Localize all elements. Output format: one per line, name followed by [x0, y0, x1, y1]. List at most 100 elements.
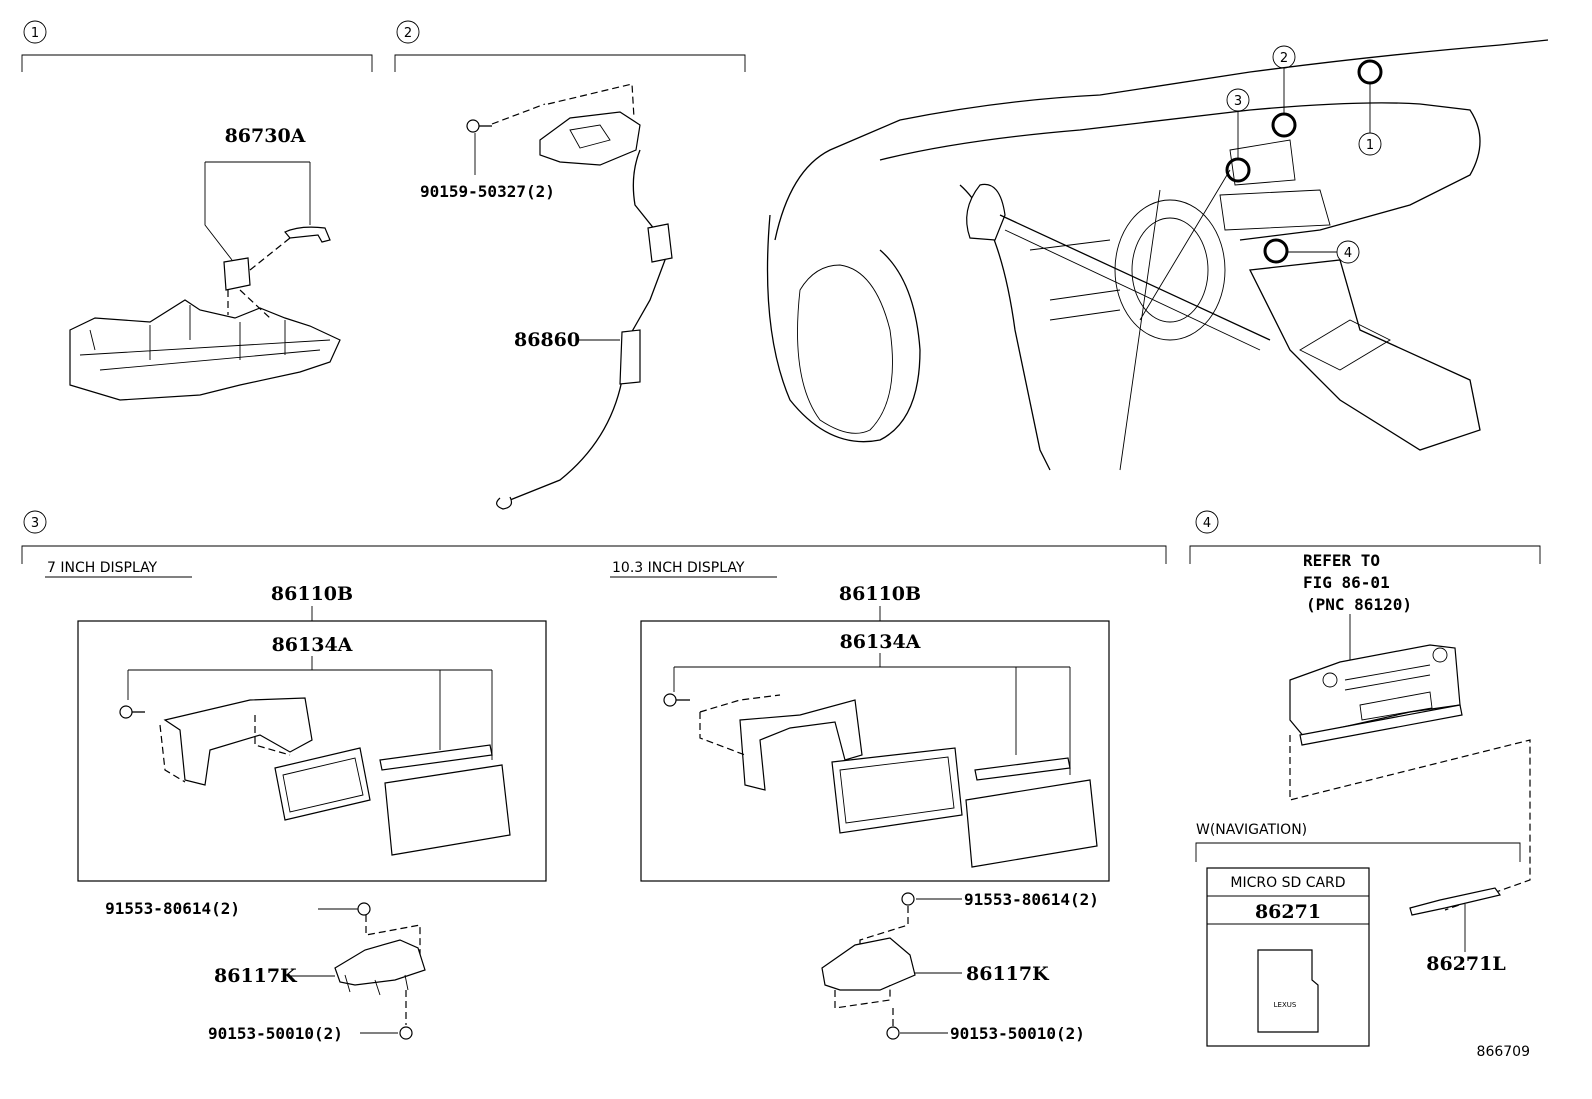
screw: [663, 693, 677, 707]
part-86110B-7in: 86110B: [271, 583, 353, 605]
console-detail: [79, 305, 331, 371]
part-90153-50010-10in: 90153-50010(2): [950, 1024, 1085, 1043]
display-unit-7in: [274, 747, 371, 821]
bracket-86134A-10in: [739, 699, 863, 791]
figure-number: 866709: [1477, 1044, 1530, 1060]
location-marker-1: [1357, 59, 1383, 85]
box-divider: [1207, 895, 1369, 925]
part-86117K-7in: 86117K: [214, 965, 298, 987]
display-screen: [282, 757, 364, 813]
section-4-circle: [1195, 510, 1219, 534]
receiver-base: [1299, 704, 1463, 746]
location-marker-3: [1225, 157, 1251, 183]
part-86110B-10in: 86110B: [839, 583, 921, 605]
section-3: 3 7 INCH DISPLAY 86110B 86134A 91553-806…: [21, 510, 1167, 1043]
group-box-10in: [640, 620, 1110, 882]
dash-top: [879, 102, 1481, 241]
group-box-7in: [77, 620, 547, 882]
section-2: 2 90159-50327(2) 86860: [394, 20, 746, 510]
label-10-3-inch-display: 10.3 INCH DISPLAY: [612, 560, 745, 576]
part-91553-80614-7in: 91553-80614(2): [105, 899, 240, 918]
label-micro-sd-card: MICRO SD CARD: [1230, 875, 1345, 891]
bolt: [886, 1026, 900, 1040]
part-86730A: 86730A: [225, 125, 306, 147]
overhead-console: [69, 299, 341, 401]
cable-end: [496, 496, 513, 510]
section-2-number: 2: [404, 26, 412, 41]
guide-line: [249, 237, 291, 271]
section-4-number: 4: [1203, 516, 1211, 531]
part-90153-50010-7in: 90153-50010(2): [208, 1024, 343, 1043]
refer-to-line-1: REFER TO: [1303, 551, 1380, 570]
leader-86134A: [127, 656, 493, 760]
glass-panel-10in: [965, 779, 1098, 868]
refer-to-line-2: FIG 86-01: [1303, 573, 1390, 592]
section-1: 1 86730A: [21, 20, 373, 401]
leader-86134A: [673, 653, 1071, 775]
center-vents: [1219, 189, 1331, 231]
section-4-bracket: [1189, 545, 1541, 564]
bracket-86134A-7in: [163, 697, 313, 786]
cable-86271L: [1409, 887, 1502, 916]
guide-line: [159, 715, 291, 783]
wheel: [797, 264, 893, 434]
display-outline: [1229, 139, 1296, 186]
knob: [1322, 672, 1338, 688]
guide-line: [365, 915, 421, 960]
callout-4: 4: [1344, 246, 1352, 261]
guide-line: [834, 985, 891, 1009]
console-detail: [1299, 319, 1391, 371]
screw-90159: [466, 119, 480, 133]
a-pillar: [959, 184, 1051, 471]
guide-line: [491, 83, 635, 125]
glass-panel-7in: [384, 764, 511, 856]
dashboard-overview: 2 3 1 4: [766, 39, 1549, 471]
section-1-number: 1: [31, 26, 39, 41]
location-marker-4: [1263, 238, 1289, 264]
bolt: [357, 902, 371, 916]
callout-3: 3: [1234, 94, 1242, 109]
part-86860: 86860: [514, 329, 580, 351]
section-1-circle: [23, 20, 47, 44]
callout-1: 1: [1366, 138, 1374, 153]
part-86271: 86271: [1255, 901, 1321, 923]
bracket-detail: [344, 974, 409, 996]
section-3-number: 3: [31, 516, 39, 531]
steering-bar: [1004, 229, 1261, 351]
leader-86730A: [204, 161, 311, 261]
part-86134A-10in: 86134A: [840, 631, 921, 653]
steering-bar: [999, 214, 1271, 341]
antenna-module: [539, 111, 641, 166]
section-1-bracket: [21, 54, 373, 72]
module-detail: [569, 124, 611, 149]
label-7-inch-display: 7 INCH DISPLAY: [47, 560, 158, 576]
bracket-86117K-10in: [821, 937, 916, 991]
film-strip-7in: [379, 744, 493, 771]
knob: [1432, 647, 1448, 663]
part-86271L: 86271L: [1426, 953, 1505, 975]
card-logo: LEXUS: [1274, 1001, 1297, 1009]
part-86117K-10in: 86117K: [966, 963, 1050, 985]
bracket-86117K-7in: [334, 939, 426, 986]
connector: [619, 329, 641, 385]
section-2-bracket: [394, 54, 746, 72]
display-unit-10in: [831, 747, 963, 834]
button-row: [1344, 664, 1431, 691]
section-4: 4 REFER TO FIG 86-01 (PNC 86120) W(NAVIG…: [1189, 510, 1541, 1060]
bracket-part: [223, 257, 251, 291]
guide-line: [1289, 735, 1531, 911]
bolt: [399, 1026, 413, 1040]
navigation-bracket: [1195, 842, 1521, 862]
steering-wheel-inner: [1131, 217, 1209, 323]
center-console: [1249, 259, 1481, 451]
clip-part: [284, 226, 331, 243]
section-3-circle: [23, 510, 47, 534]
mirror: [966, 183, 1006, 241]
section-3-bracket: [21, 545, 1167, 564]
wheel-arch: [766, 214, 921, 443]
microsd-card-box: [1206, 867, 1370, 1047]
display-screen: [839, 756, 955, 824]
bolt: [901, 892, 915, 906]
part-86134A-7in: 86134A: [272, 634, 353, 656]
